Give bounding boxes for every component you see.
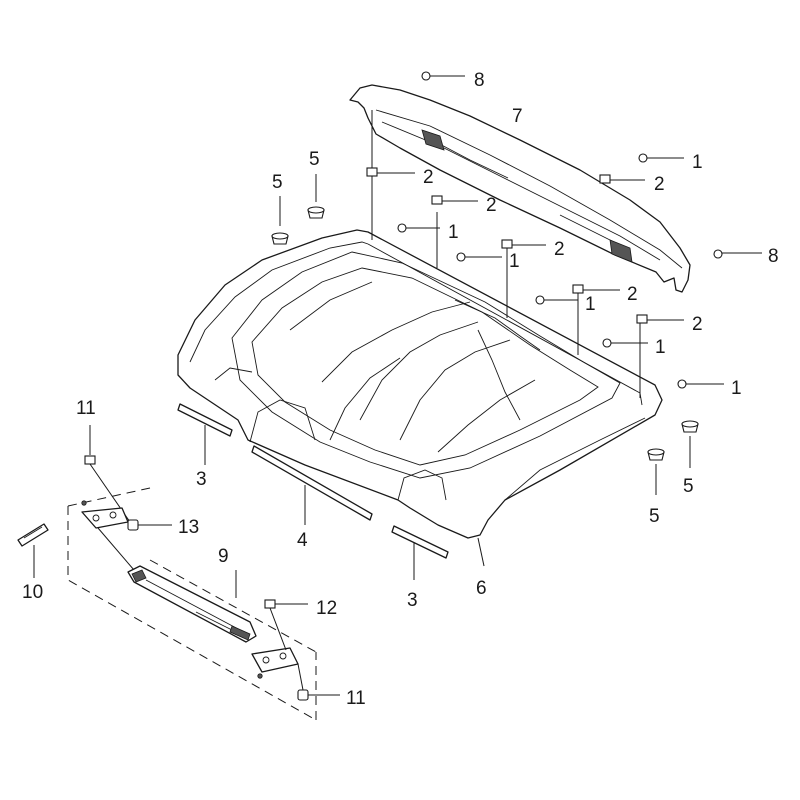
seal-strip-4 — [251, 445, 373, 521]
grommets — [271, 174, 699, 495]
alignment-lines — [371, 110, 641, 398]
callout-1c: 1 — [509, 251, 520, 272]
clips — [366, 167, 684, 324]
callout-10: 10 — [22, 582, 43, 603]
callout-8a: 8 — [474, 70, 485, 91]
screw-1b — [397, 223, 440, 233]
light-kit-box — [67, 487, 317, 721]
screw-8a — [421, 71, 465, 81]
light-bar — [127, 565, 257, 643]
screw-1e — [602, 338, 648, 348]
callout-3b: 3 — [407, 590, 418, 611]
clip-2f — [636, 314, 684, 324]
roof-panel — [177, 229, 663, 539]
bolt-11a — [84, 425, 131, 523]
screw-1c — [456, 252, 502, 262]
callouts: 8 7 1 2 5 5 2 2 1 2 1 8 2 1 2 1 1 11 3 5… — [22, 70, 779, 709]
callout-6: 6 — [476, 578, 487, 599]
leader-6 — [477, 537, 485, 567]
bolt-12 — [264, 599, 308, 651]
callout-1d: 1 — [585, 294, 596, 315]
callout-11b: 11 — [346, 688, 366, 709]
nut-11b — [297, 689, 340, 701]
callout-4: 4 — [297, 530, 308, 551]
callout-2a: 2 — [423, 167, 434, 188]
callout-2e: 2 — [627, 284, 638, 305]
callout-1a: 1 — [692, 152, 703, 173]
callout-5c: 5 — [649, 506, 660, 527]
callout-5a: 5 — [272, 172, 283, 193]
wire-harness — [17, 523, 49, 578]
clip-2b — [599, 174, 645, 184]
callout-8b: 8 — [768, 246, 779, 267]
callout-2d: 2 — [554, 239, 565, 260]
grommet-5a — [271, 196, 289, 245]
callout-1f: 1 — [731, 378, 742, 399]
clip-2d — [501, 239, 546, 249]
callout-11a: 11 — [76, 398, 96, 419]
callout-5b: 5 — [309, 149, 320, 170]
nut-13 — [127, 519, 172, 531]
callout-13: 13 — [178, 517, 199, 538]
screw-1f — [677, 379, 724, 389]
callout-1b: 1 — [448, 222, 459, 243]
callout-3a: 3 — [196, 469, 207, 490]
callout-1e: 1 — [655, 337, 666, 358]
screw-8b — [713, 249, 762, 259]
grommet-5d — [681, 420, 699, 468]
bracket-lower — [251, 647, 304, 691]
bracket-upper — [81, 500, 135, 571]
callout-7: 7 — [512, 106, 523, 127]
callout-2c: 2 — [486, 195, 497, 216]
clip-2e — [572, 284, 620, 294]
spoiler — [349, 84, 691, 293]
callout-2f: 2 — [692, 314, 703, 335]
seal-strips — [177, 403, 449, 580]
callout-12: 12 — [316, 598, 337, 619]
callout-2b: 2 — [654, 174, 665, 195]
callout-9: 9 — [218, 546, 229, 567]
clip-2c — [431, 195, 478, 205]
grommet-5c — [647, 448, 665, 495]
screw-1d — [535, 295, 578, 305]
screw-1a — [638, 153, 684, 163]
seal-strip-3b — [391, 525, 449, 559]
clip-2a — [366, 167, 415, 177]
screws — [397, 71, 762, 389]
callout-5d: 5 — [683, 476, 694, 497]
seal-strip-3a — [177, 403, 233, 437]
grommet-5b — [307, 174, 325, 219]
